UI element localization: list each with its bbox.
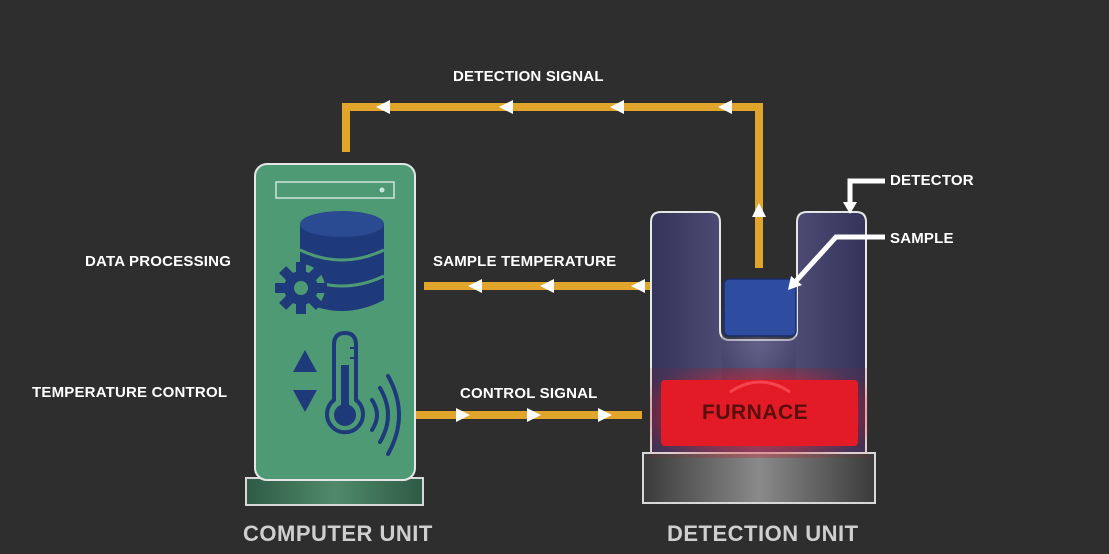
detection-signal-label: DETECTION SIGNAL [453, 68, 604, 85]
triangle-up-icon [293, 350, 317, 372]
detector-pointer [843, 178, 885, 214]
gear-icon [275, 262, 327, 314]
detector-label: DETECTOR [890, 172, 974, 189]
signal-waves-icon [370, 374, 401, 456]
sample-temperature-line [424, 279, 652, 293]
detection-unit [642, 211, 876, 504]
detection-signal-line [342, 103, 763, 268]
sample-block [723, 278, 797, 337]
detection-signal-arrows [376, 100, 766, 217]
furnace-label: FURNACE [702, 401, 809, 424]
detection-base [642, 452, 876, 504]
data-processing-label: DATA PROCESSING [85, 253, 232, 270]
control-signal-label: CONTROL SIGNAL [460, 385, 598, 402]
computer-base [245, 477, 424, 506]
sample-pointer [788, 234, 885, 290]
temperature-control-label: TEMPERATURE CONTROL [32, 384, 228, 401]
drive-slot [275, 181, 395, 199]
triangle-down-icon [293, 390, 317, 412]
control-signal-line [416, 408, 642, 422]
sample-label: SAMPLE [890, 230, 954, 247]
drive-led [379, 187, 385, 193]
thermometer-icon [325, 330, 365, 435]
computer-unit [245, 163, 424, 506]
sample-temperature-label: SAMPLE TEMPERATURE [433, 253, 617, 270]
computer-unit-label: COMPUTER UNIT [243, 521, 433, 546]
furnace [661, 380, 858, 446]
detection-unit-label: DETECTION UNIT [667, 521, 859, 546]
